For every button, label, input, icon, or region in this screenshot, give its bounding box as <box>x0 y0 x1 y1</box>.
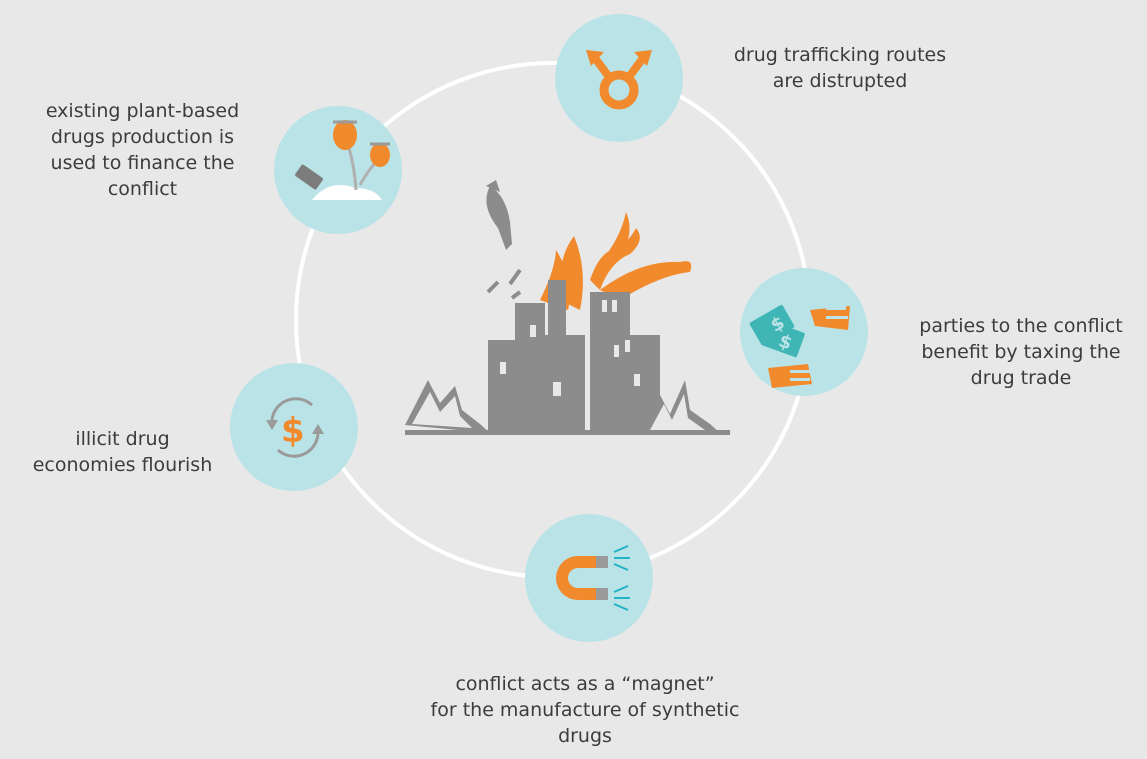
label-magnet: conflict acts as a “magnet” for the manu… <box>430 673 740 747</box>
label-route-disruption: drug trafficking routes are distrupted <box>733 44 947 92</box>
label-plant-drugs: existing plant-based drugs production is… <box>45 100 240 200</box>
magnet-icon <box>556 545 630 611</box>
node-plant-drugs <box>274 106 402 234</box>
node-magnet <box>525 514 653 642</box>
label-taxing: parties to the conflict benefit by taxin… <box>919 315 1123 389</box>
route-disruption-icon <box>586 50 652 110</box>
svg-text:$: $ <box>281 411 305 451</box>
dollar-cycle-icon: $ <box>266 397 324 458</box>
node-route-disruption <box>555 14 683 142</box>
money-exchange-hands-icon: $ $ <box>749 304 850 388</box>
node-taxing: $ $ <box>740 268 868 396</box>
label-economies: illicit drug economies flourish <box>32 428 213 476</box>
poppy-plant-icon <box>295 120 390 200</box>
node-economies: $ <box>230 363 358 491</box>
bombed-city-icon <box>405 180 730 435</box>
